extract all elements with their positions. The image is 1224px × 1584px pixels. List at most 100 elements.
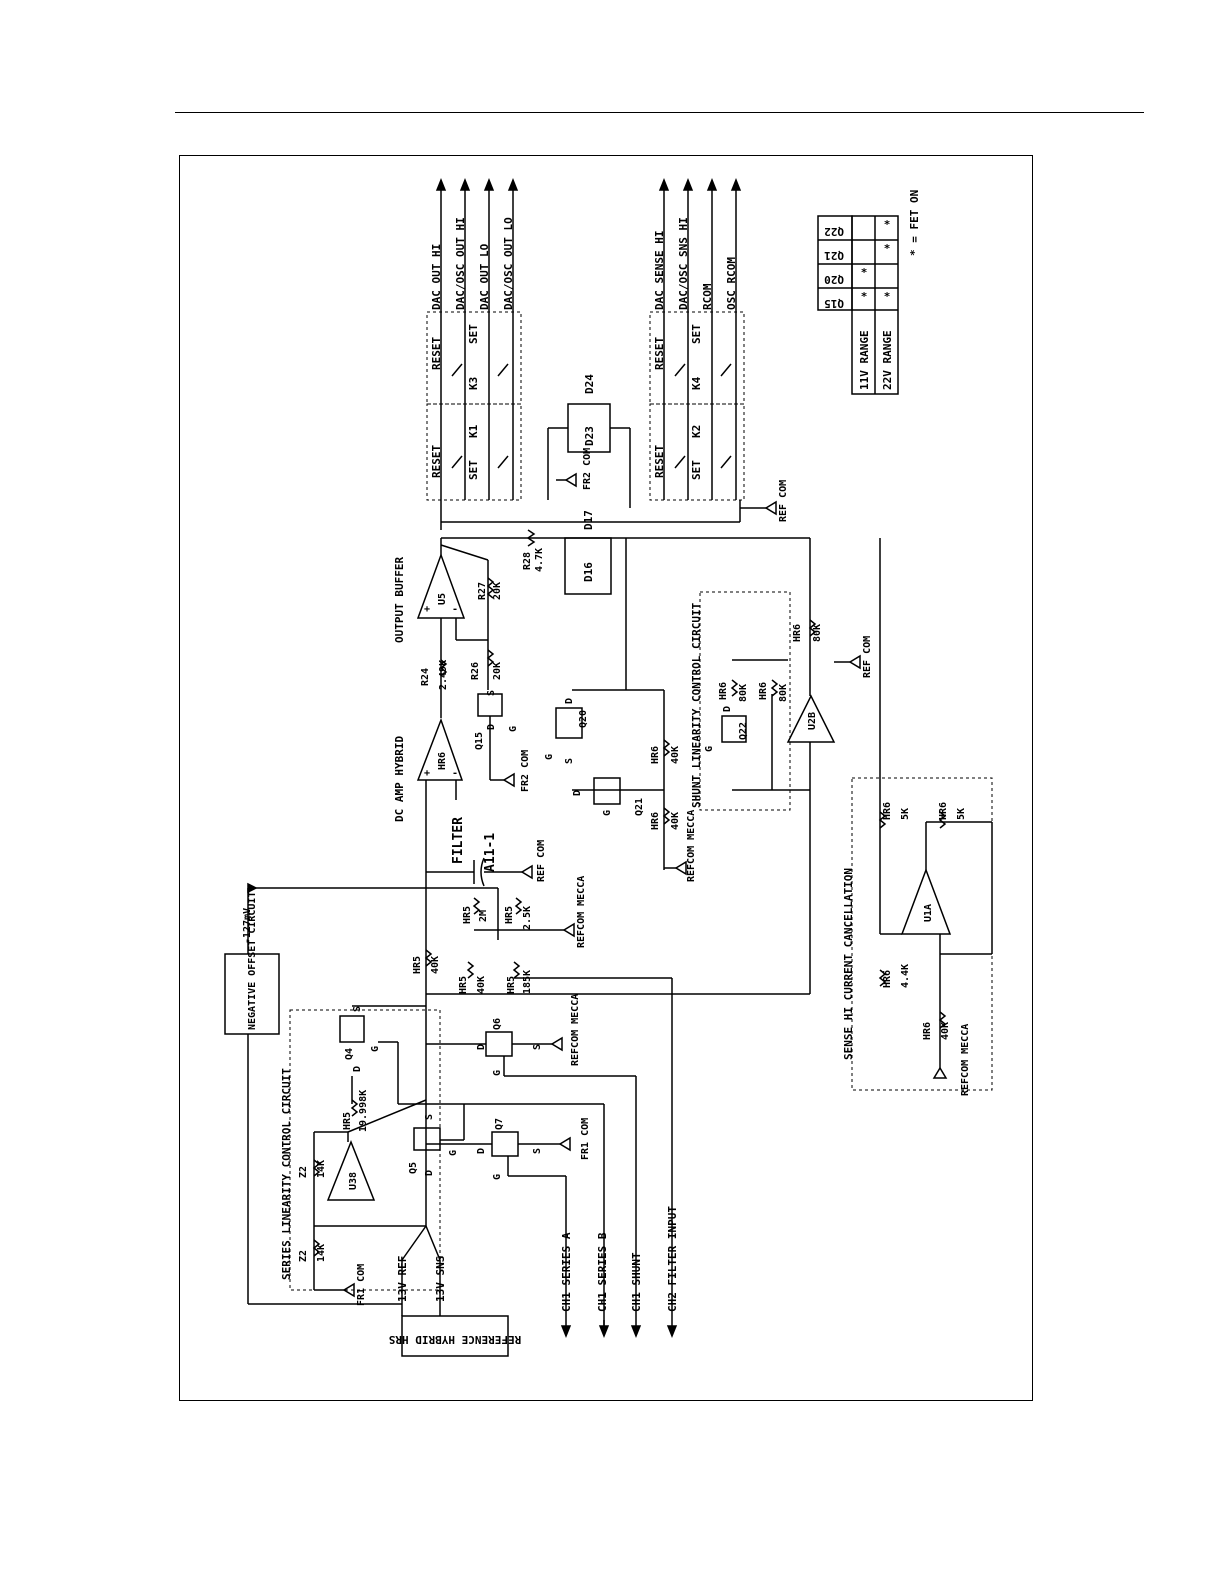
fet-table-marks: ***** — [861, 218, 891, 303]
svg-text:-: - — [452, 604, 458, 615]
svg-text:S: S — [424, 1114, 435, 1120]
svg-text:HR6: HR6 — [922, 1022, 933, 1040]
relay-k2-k4-block: RESET SET K4 RESET SET K2 — [649, 311, 745, 501]
svg-text:D: D — [572, 790, 583, 796]
svg-text:HR6: HR6 — [650, 812, 661, 830]
output-buffer-title: OUTPUT BUFFER — [393, 557, 406, 643]
svg-text:13V REF: 13V REF — [396, 1256, 409, 1302]
diode-d24-label: D24 — [583, 374, 596, 394]
svg-text:Q7: Q7 — [494, 1118, 505, 1130]
svg-text:80K: 80K — [738, 684, 749, 702]
fet-q20: Q20 G D S — [544, 538, 664, 764]
svg-text:Q22: Q22 — [738, 722, 749, 740]
svg-text:40K: 40K — [940, 1022, 951, 1040]
relay-k2-set: SET — [690, 460, 703, 480]
label-ch1-series-b: CH1 SERIES B — [596, 1232, 609, 1312]
svg-text:D: D — [424, 1170, 435, 1176]
fet-row-22v: 22V RANGE — [881, 330, 894, 390]
svg-text:D: D — [476, 1044, 487, 1050]
svg-text:HR5: HR5 — [462, 906, 473, 924]
fet-q4: Q4 D S G — [339, 1005, 605, 1330]
svg-text:S: S — [486, 690, 497, 696]
svg-text:HR5: HR5 — [504, 906, 515, 924]
svg-text:FR2 COM: FR2 COM — [582, 448, 593, 490]
fet-on-mark: * — [861, 266, 868, 279]
svg-text:A11-1: A11-1 — [483, 833, 498, 872]
sense-hi-title: SENSE HI CURRENT CANCELLATION — [842, 868, 855, 1060]
ground-fr2-com-left: FR2 COM — [490, 750, 531, 792]
hr5-network: HR5 2M HR5 2.5K REFCOM MECCA HR5 40K HR5… — [412, 876, 810, 1320]
svg-text:S: S — [532, 1148, 543, 1154]
svg-text:HR6: HR6 — [792, 624, 803, 642]
svg-text:REF COM: REF COM — [536, 840, 547, 882]
svg-text:HR5: HR5 — [342, 1112, 353, 1130]
relay-k1-set: SET — [467, 460, 480, 480]
output-buffer-u5: U5 + - OUTPUT BUFFER — [393, 538, 489, 643]
svg-text:Q6: Q6 — [492, 1018, 503, 1030]
label-ch1-series-a: CH1 SERIES A — [560, 1232, 573, 1312]
negative-offset-block: NEGATIVE OFFSET CIRCUIT -127mV — [224, 882, 426, 1305]
svg-text:Q20: Q20 — [578, 710, 589, 728]
series-linearity-block: SERIES LINEARITY CONTROL CIRCUIT U38 Z2 … — [280, 1009, 441, 1306]
svg-text:REFCOM MECCA: REFCOM MECCA — [576, 876, 587, 948]
svg-text:20K: 20K — [492, 662, 503, 680]
relay-k3-label: K3 — [467, 377, 480, 390]
svg-text:40K: 40K — [670, 746, 681, 764]
svg-text:R24: R24 — [420, 668, 431, 686]
svg-text:2M: 2M — [478, 910, 489, 922]
svg-text:NEGATIVE OFFSET CIRCUIT: NEGATIVE OFFSET CIRCUIT — [247, 892, 258, 1030]
shunt-linearity-block: SHUNT LINEARITY CONTROL CIRCUIT Q22 G D … — [690, 538, 836, 994]
svg-text:80K: 80K — [778, 684, 789, 702]
fet-q7: Q7 D S G FR1 COM — [426, 1118, 591, 1320]
diode-d23-d24: D23 D24 — [547, 374, 631, 508]
svg-text:REFCOM MECCA: REFCOM MECCA — [570, 994, 581, 1066]
label-rcom: RCOM — [701, 283, 714, 310]
fet-on-mark: * — [861, 290, 868, 303]
fet-on-mark: * — [884, 242, 891, 255]
svg-text:4.7K: 4.7K — [534, 548, 545, 572]
diode-d16-d17: D16 D17 R28 4.7K — [522, 510, 612, 595]
svg-text:G: G — [704, 746, 715, 752]
svg-text:20K: 20K — [492, 582, 503, 600]
label-dac-osc-sns-hi: DAC/OSC SNS HI — [677, 217, 690, 310]
svg-text:U5: U5 — [437, 593, 448, 605]
figure-frame — [179, 155, 1033, 1401]
fet-q15: Q15 D S G — [474, 690, 519, 780]
svg-text:U38: U38 — [348, 1172, 359, 1190]
label-dac-out-hi: DAC OUT HI — [430, 244, 443, 310]
svg-text:HR6: HR6 — [437, 752, 448, 770]
svg-text:D: D — [352, 1066, 363, 1072]
fet-on-mark: * — [884, 218, 891, 231]
svg-text:Z2: Z2 — [298, 1166, 309, 1178]
fet-q6: Q6 D S G REFCOM MECCA — [426, 994, 637, 1320]
svg-text:40K: 40K — [430, 956, 441, 974]
relay-k2-reset: RESET — [653, 445, 666, 478]
label-ch1-shunt: CH1 SHUNT — [630, 1252, 643, 1312]
svg-text:R27: R27 — [477, 582, 488, 600]
svg-text:40K: 40K — [670, 812, 681, 830]
svg-text:5K: 5K — [900, 808, 911, 820]
relay-k3-reset: RESET — [430, 337, 443, 370]
svg-text:REFCOM MECCA: REFCOM MECCA — [686, 810, 697, 882]
svg-text:HR6: HR6 — [882, 802, 893, 820]
negative-offset-value: -127mV — [242, 908, 253, 944]
svg-text:HR6: HR6 — [758, 682, 769, 700]
resistor-r24: R24 2.49K — [420, 618, 449, 718]
filter-block: FILTER A11-1 REF COM — [426, 817, 547, 887]
svg-text:FR2 COM: FR2 COM — [520, 750, 531, 792]
svg-text:D: D — [722, 706, 733, 712]
svg-text:HR6: HR6 — [718, 682, 729, 700]
relay-k3-set: SET — [467, 324, 480, 344]
svg-text:+: + — [424, 604, 430, 615]
output-labels-top: DAC OUT HI DAC/OSC OUT HI DAC OUT LO DAC… — [430, 217, 515, 310]
svg-text:FR1 COM: FR1 COM — [580, 1118, 591, 1160]
fet-q21: Q21 G D — [572, 777, 664, 816]
svg-text:2.49K: 2.49K — [438, 660, 449, 690]
svg-text:4.4K: 4.4K — [900, 964, 911, 988]
diode-d23-label: D23 — [583, 426, 596, 446]
input-arrows: CH1 SERIES A CH1 SERIES B CH1 SHUNT CH2 … — [560, 1206, 679, 1339]
relay-k1-k3-block: RESET SET K3 RESET SET K1 — [426, 311, 522, 501]
svg-text:Z2: Z2 — [298, 1250, 309, 1262]
reference-hybrid-box: REFERENCE HYBRID HRS — [389, 1315, 521, 1357]
label-osc-rcom: OSC RCOM — [725, 257, 738, 310]
